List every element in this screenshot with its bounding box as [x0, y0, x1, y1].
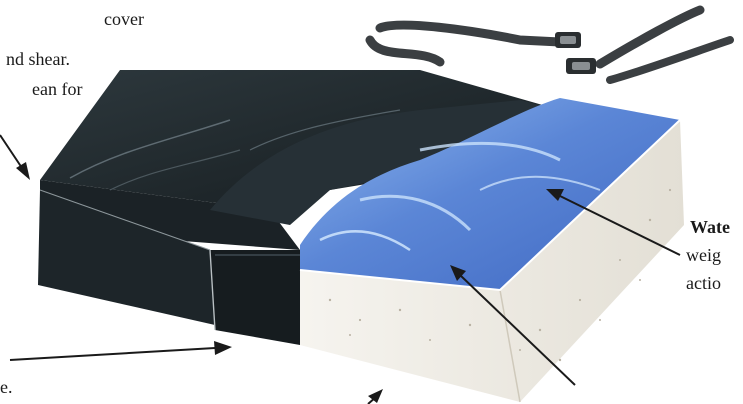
label-cover-line-3: ean for [32, 76, 82, 102]
strap-left [380, 25, 560, 42]
label-bottom-left: e. [0, 374, 13, 400]
label-cover-line-2: nd shear. [6, 46, 70, 72]
label-water-line-1: weig [686, 242, 721, 268]
arrow-front [10, 341, 232, 360]
arrow-cover [0, 135, 30, 180]
buckle-icon [555, 32, 596, 74]
arrow-bottom [368, 389, 383, 404]
label-cover-line-1: cover [104, 6, 144, 32]
straps [370, 10, 730, 80]
label-water-title: Wate [690, 214, 730, 240]
label-water-line-2: actio [686, 270, 721, 296]
